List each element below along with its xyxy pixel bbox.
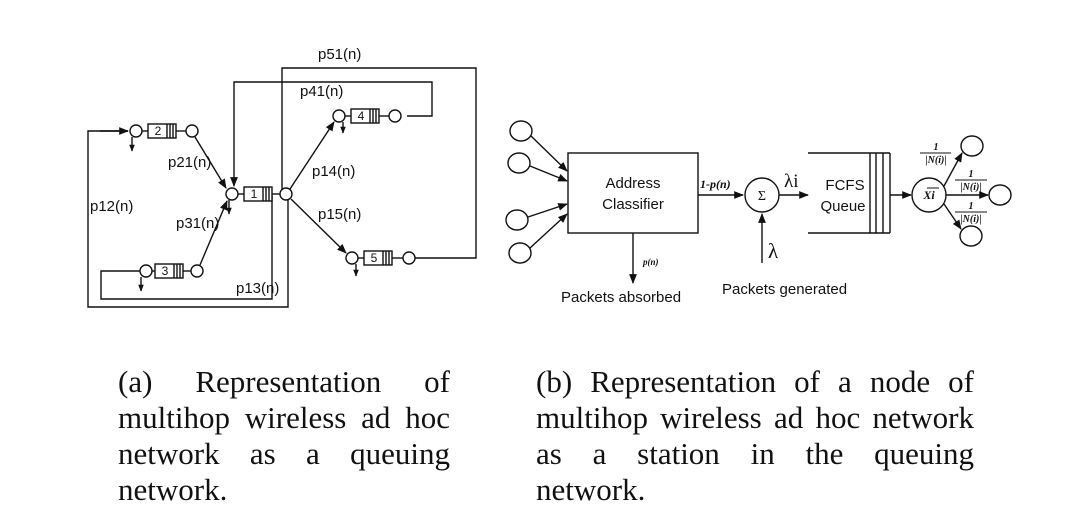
- fcfs-label: FCFS: [825, 177, 864, 194]
- prob-num-middle: 1: [969, 169, 974, 180]
- label-p51: p51(n): [318, 46, 361, 63]
- queue-5: [345, 250, 416, 277]
- queue-3: [138, 263, 204, 292]
- label-p41: p41(n): [300, 83, 343, 100]
- queue-1-input-node: [225, 187, 239, 201]
- label-p13: p13(n): [236, 280, 279, 297]
- output-node: [988, 184, 1012, 206]
- edge-p41: [230, 81, 433, 187]
- queue-3-label: 3: [162, 264, 169, 278]
- queue-1-label: 1: [251, 187, 258, 201]
- edge-p31: [199, 200, 228, 266]
- edge-p51: [281, 67, 477, 259]
- queue-2-input-node: [129, 124, 143, 138]
- packets-absorbed-label: Packets absorbed: [561, 289, 681, 306]
- queue-5-label: 5: [371, 251, 378, 265]
- input-node: [505, 209, 529, 231]
- edge-p14: [289, 121, 335, 190]
- input-node: [507, 152, 531, 174]
- prob-num-lower: 1: [969, 201, 974, 212]
- edge-p13: [100, 196, 273, 300]
- queue-label: Queue: [820, 198, 865, 215]
- panel-a-diagram: [87, 67, 477, 308]
- queue-4-label: 4: [358, 109, 365, 123]
- output-node: [959, 225, 983, 247]
- input-node: [509, 120, 533, 142]
- classifier-label-line1: Address: [605, 175, 660, 192]
- prob-den-upper: |N(i)|: [925, 155, 946, 166]
- prob-num-upper: 1: [934, 142, 939, 153]
- label-p21: p21(n): [168, 154, 211, 171]
- sum-symbol: Σ: [758, 189, 766, 204]
- classifier-label-line2: Classifier: [602, 196, 664, 213]
- edge-p21: [194, 136, 227, 189]
- queue-2-label: 2: [155, 124, 162, 138]
- caption-b: (b) Representation of a node of multihop…: [536, 364, 974, 507]
- edge-p15: [290, 198, 347, 254]
- label-p14: p14(n): [312, 163, 355, 180]
- address-classifier-box: [567, 152, 699, 234]
- queue-4-input-node: [332, 109, 346, 123]
- prob-den-middle: |N(i)|: [960, 182, 981, 193]
- label-p15: p15(n): [318, 206, 361, 223]
- lambda-label: λ: [768, 239, 779, 263]
- label-p12: p12(n): [90, 198, 133, 215]
- absorb-prob-label: p(n): [642, 257, 659, 267]
- queue-4: [332, 108, 402, 134]
- queue-2: [129, 123, 199, 152]
- queue-3-input-node: [139, 264, 153, 278]
- input-node: [508, 242, 532, 264]
- lambda-i-label: λi: [784, 171, 799, 192]
- queue-2-server: [185, 124, 199, 138]
- queue-1: [225, 186, 293, 215]
- forward-prob-label: 1-p(n): [700, 177, 731, 191]
- queue-4-server: [388, 109, 402, 123]
- output-node: [960, 135, 984, 157]
- caption-a: (a) Representation of multihop wireless …: [118, 364, 450, 507]
- label-p31: p31(n): [176, 215, 219, 232]
- queue-3-server: [190, 264, 204, 278]
- prob-den-lower: |N(i)|: [960, 214, 981, 225]
- queue-1-server: [279, 187, 293, 201]
- packets-generated-label: Packets generated: [722, 281, 847, 298]
- fcfs-queue: [808, 152, 891, 234]
- panel-b-diagram: [505, 120, 1012, 284]
- queue-5-server: [402, 251, 416, 265]
- server-label: Xi: [922, 188, 935, 202]
- queue-5-input-node: [345, 251, 359, 265]
